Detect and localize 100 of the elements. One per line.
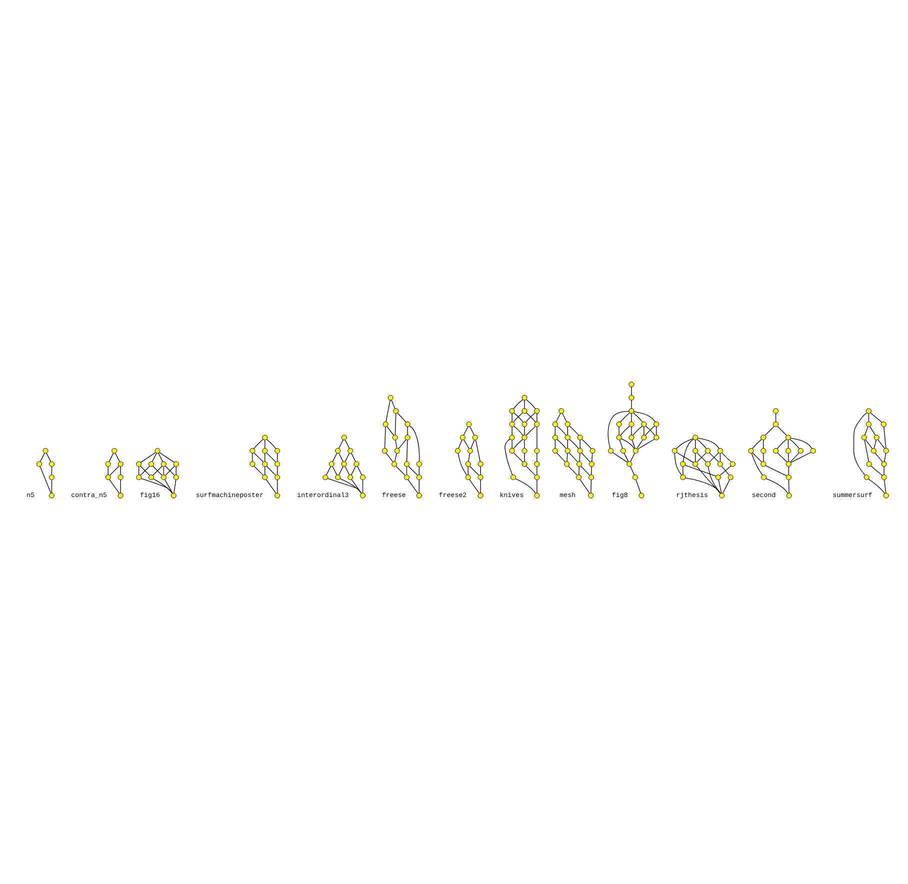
connector: [470, 426, 475, 435]
connector: [326, 466, 332, 475]
connector: [394, 452, 397, 462]
node-circle: [632, 448, 638, 454]
node-circle: [112, 448, 118, 454]
node-circle: [564, 434, 570, 440]
connector: [637, 438, 655, 449]
node-circle: [692, 460, 698, 466]
connector: [631, 426, 632, 435]
node-circle: [341, 460, 347, 466]
connector: [504, 438, 513, 475]
connector: [722, 478, 730, 493]
connector: [580, 465, 590, 476]
connector: [152, 478, 173, 494]
connector: [608, 410, 630, 448]
connector: [475, 439, 480, 462]
node-circle: [883, 448, 889, 454]
connector: [164, 478, 173, 494]
node-circle: [274, 492, 280, 498]
connector: [865, 438, 873, 448]
connector: [332, 466, 338, 475]
node-circle: [348, 448, 354, 454]
connector: [140, 465, 150, 476]
node-circle: [118, 492, 124, 498]
node-circle: [262, 474, 268, 480]
node-circle: [654, 421, 660, 426]
connector: [685, 477, 722, 494]
node-circle: [866, 460, 872, 466]
node-circle: [641, 434, 647, 440]
node-circle: [534, 492, 540, 498]
node-circle: [509, 421, 515, 426]
connector: [676, 438, 694, 449]
connector: [409, 425, 420, 462]
node-circle: [509, 448, 515, 454]
node-circle: [552, 434, 558, 440]
node-circle: [136, 460, 142, 466]
connector: [569, 438, 580, 449]
connector: [159, 452, 174, 462]
node-circle: [760, 434, 766, 440]
node-circle: [105, 474, 111, 480]
node-circle: [866, 408, 872, 414]
node-circle: [628, 394, 634, 400]
connector: [266, 452, 276, 462]
node-circle: [786, 474, 792, 480]
node-circle: [522, 434, 528, 440]
connector: [698, 437, 720, 448]
node-circle: [810, 448, 816, 454]
connector: [684, 464, 716, 476]
connector: [526, 425, 536, 436]
connector: [332, 452, 338, 462]
node-circle: [728, 474, 734, 480]
connector: [344, 439, 350, 448]
connector: [766, 478, 788, 494]
connector: [631, 412, 632, 422]
node-circle: [534, 448, 540, 454]
node-circle: [883, 492, 889, 498]
connector: [630, 466, 635, 475]
connector: [878, 438, 886, 448]
connector: [140, 478, 173, 494]
connector: [254, 465, 264, 476]
connector: [408, 478, 418, 494]
node-circle: [388, 394, 394, 400]
connector: [120, 466, 121, 475]
node-circle: [335, 474, 341, 480]
node-circle: [718, 448, 723, 454]
connector: [636, 478, 642, 493]
connector: [632, 412, 643, 422]
connector: [566, 452, 568, 462]
node-circle: [404, 460, 410, 466]
connector: [870, 412, 882, 422]
connector: [696, 465, 721, 494]
connector: [624, 452, 629, 462]
node-circle: [881, 460, 887, 466]
connector: [526, 465, 536, 476]
connector: [868, 478, 886, 494]
node-circle: [382, 421, 388, 426]
connector: [790, 452, 800, 462]
connector: [620, 425, 630, 436]
connector: [636, 439, 643, 448]
connector: [386, 452, 394, 462]
connector: [338, 452, 344, 462]
node-circle: [773, 448, 779, 454]
node-circle: [416, 492, 422, 498]
node-circle: [382, 448, 388, 454]
node-circle: [692, 448, 698, 454]
connector: [788, 452, 789, 462]
node-circle: [761, 474, 767, 480]
connector: [590, 479, 592, 493]
node-circle: [534, 474, 540, 480]
connector: [696, 452, 706, 462]
connector: [480, 466, 481, 475]
connector: [386, 399, 390, 422]
node-circle: [460, 434, 466, 440]
node-circle: [773, 421, 779, 426]
connector: [853, 412, 868, 476]
node-circle: [534, 408, 540, 414]
node-circle: [641, 421, 647, 426]
node-circle: [880, 421, 886, 426]
connector: [394, 412, 396, 435]
node-circle: [274, 448, 280, 454]
